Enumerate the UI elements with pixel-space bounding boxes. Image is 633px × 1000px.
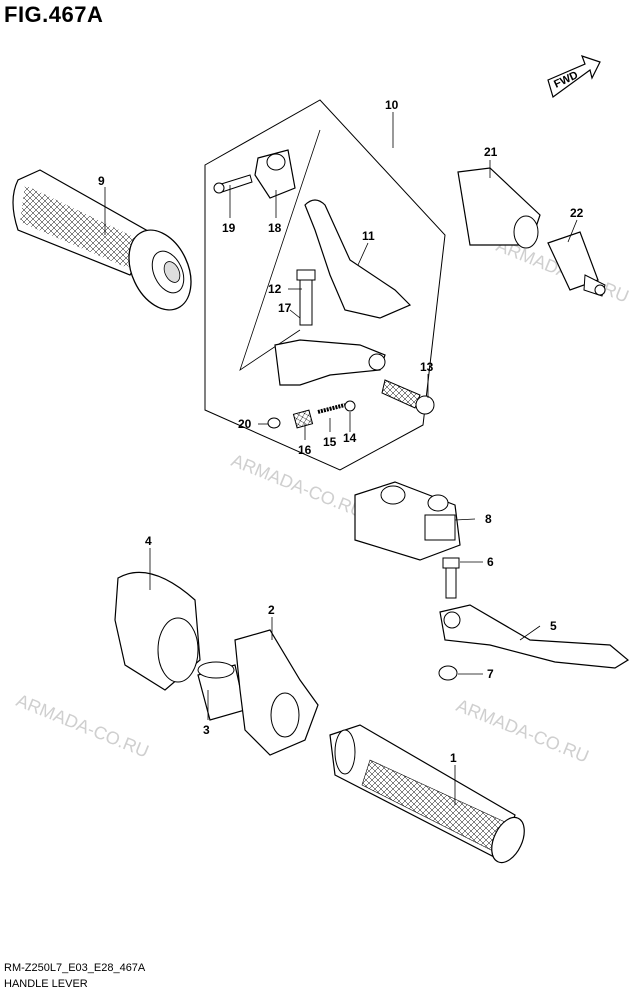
callout-9: 9	[98, 174, 105, 188]
callout-7: 7	[487, 667, 494, 681]
throttle-housing	[234, 629, 319, 756]
lever-boot	[457, 167, 541, 249]
callout-11: 11	[362, 229, 375, 243]
small-parts	[267, 400, 356, 429]
watermark-bottom-right: ARMADA-CO.RU	[454, 695, 592, 766]
footer-name: HANDLE LEVER	[4, 978, 88, 990]
callout-3: 3	[203, 723, 210, 737]
lever-assembly-outline	[204, 99, 446, 471]
callout-15: 15	[323, 435, 337, 449]
callout-22: 22	[570, 206, 584, 220]
lever-clamp	[254, 149, 296, 199]
callout-14: 14	[343, 431, 357, 445]
watermarks: ARMADA-CO.RU ARMADA-CO.RU ARMADA-CO.RU A…	[14, 230, 632, 766]
throttle-cover	[114, 571, 201, 691]
callout-20: 20	[238, 417, 252, 431]
callout-6: 6	[487, 555, 494, 569]
cable-adjuster	[547, 231, 606, 297]
callout-17: 17	[278, 301, 292, 315]
switch-housing	[354, 481, 461, 561]
callout-19: 19	[222, 221, 236, 235]
callout-5: 5	[550, 619, 557, 633]
callout-10: 10	[385, 98, 399, 112]
callout-4: 4	[145, 534, 152, 548]
lever-nut	[438, 665, 458, 681]
forward-arrow-icon: FWD	[547, 55, 601, 98]
hand-lever	[439, 604, 630, 669]
pivot-bolt	[296, 269, 316, 326]
lever-perch	[274, 339, 386, 386]
callout-16: 16	[298, 443, 312, 457]
left-grip	[12, 169, 192, 311]
callout-13: 13	[420, 360, 434, 374]
lever-pivot-bolt	[442, 557, 460, 599]
leader-lines	[104, 112, 578, 805]
callout-2: 2	[268, 603, 275, 617]
adjuster-bolt	[381, 379, 435, 415]
right-grip	[329, 724, 525, 864]
callout-21: 21	[484, 145, 498, 159]
callout-8: 8	[485, 512, 492, 526]
clutch-lever-assy	[304, 199, 412, 319]
callout-numbers: 9 10 21 22 19 18 11 12 17 13 20 16 15 14…	[98, 98, 584, 765]
footer-code: RM-Z250L7_E03_E28_467A	[4, 962, 146, 974]
callout-18: 18	[268, 221, 282, 235]
callout-12: 12	[268, 282, 282, 296]
watermark-bottom-left: ARMADA-CO.RU	[14, 690, 152, 761]
callout-1: 1	[450, 751, 457, 765]
clamp-bolt	[213, 174, 253, 194]
figure-title: FIG.467A	[4, 2, 104, 27]
watermark-center: ARMADA-CO.RU	[229, 450, 367, 521]
